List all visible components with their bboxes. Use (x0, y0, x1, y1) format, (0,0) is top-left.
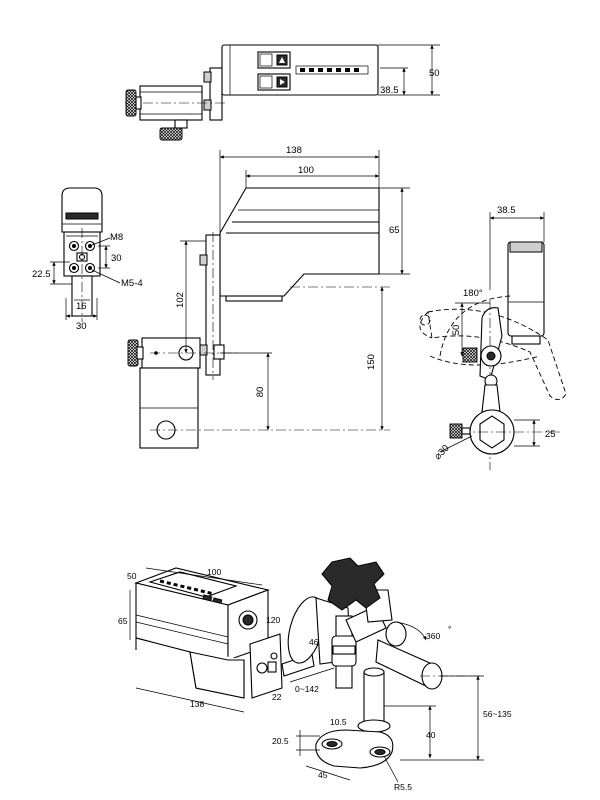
iso-led-bar (159, 579, 215, 596)
dim-iso-deg: ° (448, 624, 451, 634)
dim-iso-0-142: 0~142 (295, 684, 319, 694)
main-view: 138 100 65 102 150 80 (127, 145, 410, 449)
iso-star-knob (321, 557, 385, 611)
right-housing (507, 241, 545, 337)
dim-iso-50: 50 (127, 571, 137, 581)
side-view: 16 30 M8 30 22.5 M5-4 (32, 187, 143, 332)
dim-right-25: 25 (545, 429, 556, 440)
dim-iso-40: 40 (426, 730, 436, 740)
dim-side-16: 16 (76, 301, 87, 312)
dim-main-65: 65 (389, 225, 400, 236)
right-view: 180° 38.5 50 ⌀30 25 (419, 205, 567, 470)
led-bar (295, 65, 369, 75)
iso-view: 50 100 65 120 46 360 ° 0~142 22 138 10.5… (118, 557, 512, 792)
main-body (219, 187, 380, 297)
dim-main-150: 150 (366, 354, 377, 370)
dim-iso-r5-5: R5.5 (394, 782, 412, 792)
dim-side-m8: M8 (110, 232, 123, 243)
dim-main-80: 80 (255, 387, 266, 398)
dim-front-38-5: 38.5 (380, 85, 399, 96)
dim-iso-56-135: 56~135 (483, 709, 512, 719)
front-view: 50 38.5 (125, 44, 440, 141)
dim-right-38-5: 38.5 (497, 205, 516, 216)
dim-side-22-5: 22.5 (32, 269, 51, 280)
dim-iso-20-5: 20.5 (272, 736, 289, 746)
dim-right-50: 50 (451, 325, 462, 336)
dim-main-102: 102 (175, 292, 186, 308)
side-housing (61, 187, 103, 233)
dim-iso-360: 360 (426, 631, 440, 641)
dim-right-180: 180° (463, 288, 483, 299)
dim-side-m5-4: M5-4 (121, 278, 143, 289)
dim-iso-120: 120 (266, 615, 280, 625)
dim-iso-22: 22 (272, 692, 282, 702)
dim-side-30: 30 (111, 253, 122, 264)
dim-iso-45: 45 (318, 770, 328, 780)
dim-side-30-bottom: 30 (76, 321, 87, 332)
dim-front-50: 50 (429, 68, 440, 79)
right-arm (479, 307, 503, 381)
dim-iso-138: 138 (190, 699, 204, 709)
dim-iso-100: 100 (207, 567, 221, 577)
dim-iso-65: 65 (118, 616, 128, 626)
dim-iso-46: 46 (309, 637, 319, 647)
dim-iso-10-5: 10.5 (330, 717, 347, 727)
dim-right-dia30: ⌀30 (432, 443, 451, 462)
screw-holes (68, 240, 96, 274)
dim-main-138: 138 (286, 145, 302, 156)
dim-main-100: 100 (298, 165, 314, 176)
